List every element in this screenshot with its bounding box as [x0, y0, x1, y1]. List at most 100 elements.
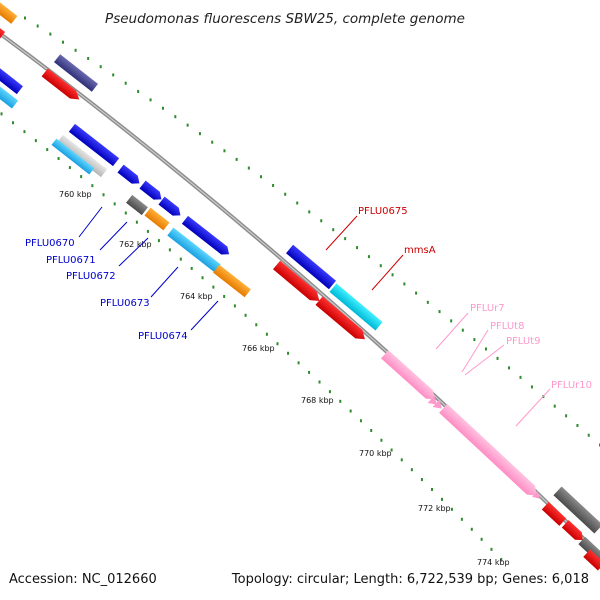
leader-line: [99, 221, 128, 251]
gene-feature: [144, 207, 170, 231]
tick-label-762: 762 kbp: [119, 240, 152, 249]
scale-dot: [328, 390, 331, 394]
gene-feature: [432, 399, 442, 409]
gene-feature: [41, 68, 80, 100]
scale-dot: [247, 166, 250, 170]
tick-label-766: 766 kbp: [242, 344, 275, 353]
gene-feature: [439, 403, 537, 496]
scale-dot: [480, 537, 483, 541]
scale-dot: [161, 106, 164, 110]
scale-dot: [565, 414, 568, 418]
scale-dot: [318, 380, 321, 384]
scale-ring-dots: [0, 16, 600, 561]
scale-dot: [440, 497, 443, 501]
scale-dot: [102, 193, 105, 197]
scale-dot: [519, 375, 522, 379]
scale-dot: [179, 257, 182, 261]
scale-dot: [233, 304, 236, 308]
scale-dot: [530, 385, 533, 389]
scale-dot: [380, 438, 383, 442]
gene-label-pflur10: PFLUr10: [551, 380, 592, 391]
gene-feature: [286, 244, 336, 290]
scale-dot: [198, 132, 201, 136]
gene-feature: [381, 350, 436, 400]
scale-dot: [235, 157, 238, 161]
scale-dot: [308, 210, 311, 214]
gene-feature: [0, 0, 18, 24]
genome-stats-text: Topology: circular; Length: 6,722,539 bp…: [231, 572, 589, 587]
gene-labels: PFLU0670 PFLU0671 PFLU0672 PFLU0673 PFLU…: [25, 206, 592, 391]
scale-dot: [370, 428, 373, 432]
scale-dot: [87, 56, 90, 60]
scale-dot: [74, 48, 77, 52]
scale-dot: [34, 139, 37, 143]
scale-dot: [349, 409, 352, 413]
gene-label-pflu0673: PFLU0673: [100, 298, 150, 309]
scale-dot: [553, 404, 556, 408]
gene-feature: [329, 283, 383, 331]
gene-feature: [51, 138, 95, 175]
scale-dot: [508, 366, 511, 370]
gene-feature: [126, 194, 148, 216]
scale-dot: [137, 90, 140, 94]
leader-line: [435, 312, 469, 350]
gene-feature: [0, 77, 19, 109]
gene-feature: [273, 260, 320, 301]
scale-dot: [587, 433, 590, 437]
scale-dot: [430, 487, 433, 491]
scale-dot: [403, 282, 406, 286]
scale-dot: [244, 313, 247, 317]
leader-line: [118, 237, 149, 267]
scale-dot: [46, 148, 49, 152]
scale-dot: [57, 157, 60, 161]
scale-dot: [410, 468, 413, 472]
gene-feature: [315, 296, 365, 340]
gene-feature: [167, 227, 221, 273]
scale-dot: [438, 310, 441, 314]
scale-dot: [484, 347, 487, 351]
leader-line: [150, 266, 179, 298]
scale-dot: [308, 370, 311, 374]
scale-dot: [68, 166, 71, 170]
scale-dot: [367, 255, 370, 259]
scale-dot: [297, 361, 300, 365]
gene-feature: [0, 61, 23, 95]
scale-dot: [124, 211, 127, 215]
scale-dot: [332, 228, 335, 232]
scale-dot: [500, 557, 503, 561]
leader-line: [464, 344, 505, 376]
scale-dot: [490, 547, 493, 551]
scale-dot: [415, 291, 418, 295]
tick-label-764: 764 kbp: [180, 292, 213, 301]
scale-dot: [461, 328, 464, 332]
scale-dot: [0, 112, 3, 116]
scale-dot: [80, 175, 83, 179]
scale-dot: [344, 237, 347, 241]
scale-dot: [426, 300, 429, 304]
scale-dot: [259, 175, 262, 179]
scale-dot: [272, 183, 275, 187]
scale-dot: [400, 458, 403, 462]
accession-text: Accession: NC_012660: [9, 572, 157, 587]
gene-feature: [541, 502, 567, 526]
scale-tick-labels: 760 kbp 762 kbp 764 kbp 766 kbp 768 kbp …: [59, 190, 510, 567]
scale-dot: [113, 202, 116, 206]
scale-dot: [168, 248, 171, 252]
scale-dot: [12, 121, 15, 125]
scale-dot: [146, 229, 149, 233]
scale-dot: [473, 338, 476, 342]
tick-label-774: 774 kbp: [477, 558, 510, 567]
scale-dot: [296, 201, 299, 205]
gene-features: [0, 0, 600, 571]
scale-dot: [212, 285, 215, 289]
leader-line: [371, 254, 404, 291]
scale-dot: [460, 517, 463, 521]
scale-dot: [91, 184, 94, 188]
gene-feature: [578, 536, 600, 564]
scale-dot: [359, 419, 362, 423]
scale-dot: [211, 140, 214, 144]
scale-dot: [49, 32, 52, 36]
leader-line: [190, 300, 219, 331]
scale-dot: [391, 273, 394, 277]
